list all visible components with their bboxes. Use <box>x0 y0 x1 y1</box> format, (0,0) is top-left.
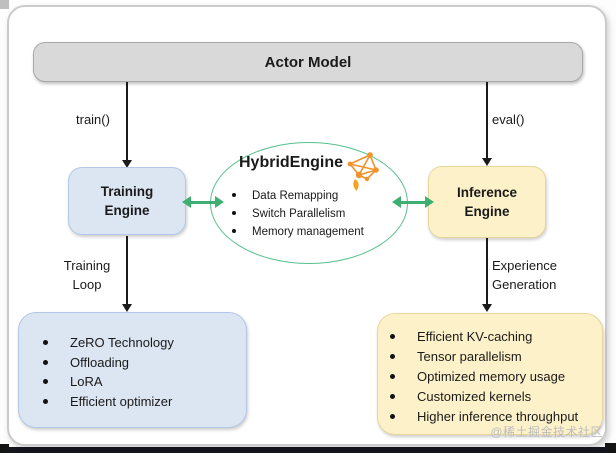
training-engine-node: Training Engine <box>68 167 186 235</box>
training-feature: ZeRO Technology <box>43 333 238 353</box>
hybrid-bullet: Memory management <box>232 223 364 241</box>
training-loop-line2: Loop <box>72 277 102 292</box>
eval-call-label: eval() <box>492 112 525 127</box>
inference-feature: Higher inference throughput <box>390 407 598 427</box>
corner-handle-bottom-right <box>605 443 616 453</box>
actor-model-node: Actor Model <box>33 42 583 82</box>
training-engine-line1: Training <box>100 184 154 199</box>
inference-feature: Customized kernels <box>390 387 598 407</box>
training-loop-line1: Training <box>63 258 111 273</box>
training-features-box: ZeRO Technology Offloading LoRA Efficien… <box>18 312 247 428</box>
training-feature: Offloading <box>43 353 238 373</box>
training-feature: Efficient optimizer <box>43 392 238 412</box>
network-graph-icon <box>347 152 379 191</box>
inference-engine-line1: Inference <box>456 185 518 200</box>
inference-engine-node: Inference Engine <box>428 166 546 238</box>
hybrid-bullet: Data Remapping <box>232 187 364 205</box>
hybrid-bullet: Switch Parallelism <box>232 205 364 223</box>
inference-feature: Efficient KV-caching <box>390 327 598 347</box>
bottom-edge-bar <box>7 447 608 453</box>
experience-generation-line1: Experience <box>492 258 558 273</box>
watermark: @稀土掘金技术社区 <box>490 425 603 439</box>
actor-model-label: Actor Model <box>264 53 352 71</box>
experience-generation-line2: Generation <box>492 277 557 292</box>
inference-feature: Tensor parallelism <box>390 347 598 367</box>
experience-generation-label: Experience Generation <box>492 256 557 294</box>
train-call-label: train() <box>76 112 110 127</box>
training-hybrid-link-arrow <box>182 197 224 208</box>
training-engine-line2: Engine <box>104 203 150 218</box>
train-arrow <box>122 82 132 168</box>
hybrid-inference-link-arrow <box>392 197 434 208</box>
hybrid-engine-bullets: Data Remapping Switch Parallelism Memory… <box>232 187 364 241</box>
inference-engine-line2: Engine <box>464 204 510 219</box>
corner-handle-top-left <box>0 0 9 9</box>
inference-features-box: Efficient KV-caching Tensor parallelism … <box>377 313 603 435</box>
eval-arrow <box>482 82 492 166</box>
hybrid-engine-title: HybridEngine <box>238 154 343 171</box>
training-feature: LoRA <box>43 372 238 392</box>
experience-generation-arrow <box>482 238 492 312</box>
corner-handle-bottom-left <box>0 444 9 453</box>
training-loop-arrow <box>122 236 132 312</box>
inference-feature: Optimized memory usage <box>390 367 598 387</box>
training-loop-label: Training Loop <box>52 256 122 294</box>
